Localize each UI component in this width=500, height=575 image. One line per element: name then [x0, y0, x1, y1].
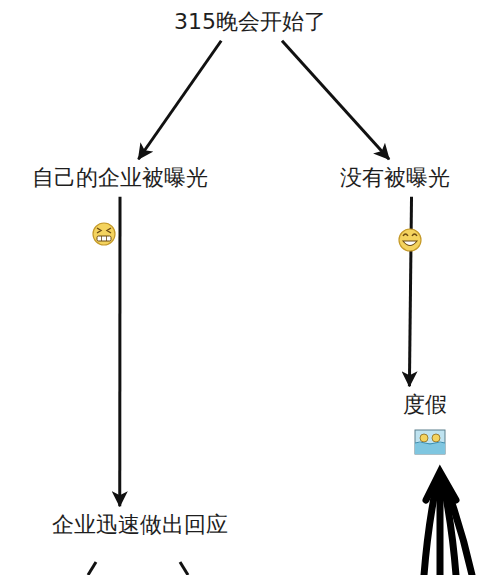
- flow-step: 315晚会开始了: [170, 6, 330, 38]
- flow-step: 企业迅速做出回应: [48, 509, 232, 541]
- flow-step: 没有被曝光: [336, 162, 454, 194]
- flow-arrow: [409, 197, 411, 387]
- step-text: 315晚会开始了: [174, 8, 326, 36]
- step-text: 企业迅速做出回应: [52, 511, 228, 539]
- step-text: 度假: [403, 391, 447, 419]
- cropped-branch-lines: [88, 562, 188, 575]
- flow-step: 自己的企业被曝光: [28, 162, 212, 194]
- step-text: 自己的企业被曝光: [32, 164, 208, 192]
- hand-drawn-arrow: [424, 472, 472, 575]
- flow-arrow: [138, 41, 221, 160]
- flow-step: 度假: [399, 389, 451, 421]
- grimace-emoji: [93, 223, 115, 245]
- bath-icon: [415, 430, 445, 454]
- flow-arrow: [282, 41, 389, 160]
- flow-arrow: [118, 197, 121, 507]
- step-text: 没有被曝光: [340, 164, 450, 192]
- laughing-emoji: [399, 229, 421, 251]
